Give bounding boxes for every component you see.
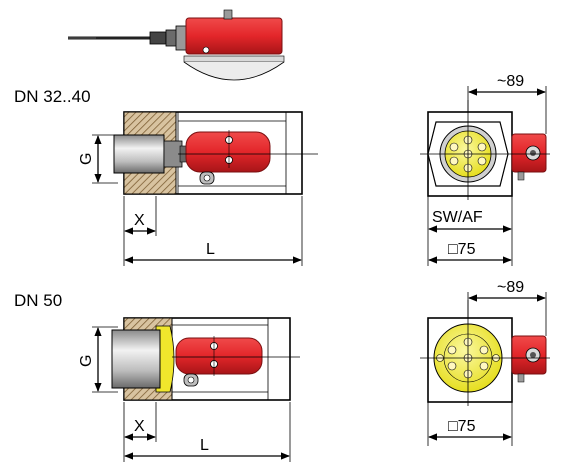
side-view-dn32-40: G X L — [78, 111, 318, 266]
l-bottom-label: L — [200, 437, 209, 454]
swaf-label: SW/AF — [432, 209, 483, 226]
dim89-bottom-label: ~89 — [497, 279, 524, 296]
g-top-label: G — [78, 153, 95, 165]
red-sensor-body-dn50 — [175, 337, 263, 375]
l-top-label: L — [206, 241, 215, 258]
dn-bottom-label: DN 50 — [14, 291, 62, 310]
thread-tube-dn50 — [111, 329, 161, 389]
dn-top-label: DN 32..40 — [14, 87, 91, 106]
sq75-bottom-label: □75 — [448, 418, 476, 435]
cable-icon — [68, 25, 187, 51]
sq75-top-label: □75 — [448, 241, 476, 258]
end-view-dn32-40: ~89 SW/AF □75 — [420, 73, 550, 266]
end-view-dn50: ~89 □75 — [420, 279, 550, 446]
x-top-label: X — [134, 212, 145, 229]
side-view-dn50: G X L — [78, 317, 300, 462]
thread-tube — [113, 134, 165, 174]
red-sensor-body — [185, 131, 271, 173]
dim89-top-label: ~89 — [497, 73, 524, 90]
x-bottom-label: X — [134, 418, 145, 435]
g-bottom-label: G — [78, 355, 95, 367]
sensor-housing-icon — [183, 9, 285, 81]
product-top-view — [68, 9, 285, 81]
